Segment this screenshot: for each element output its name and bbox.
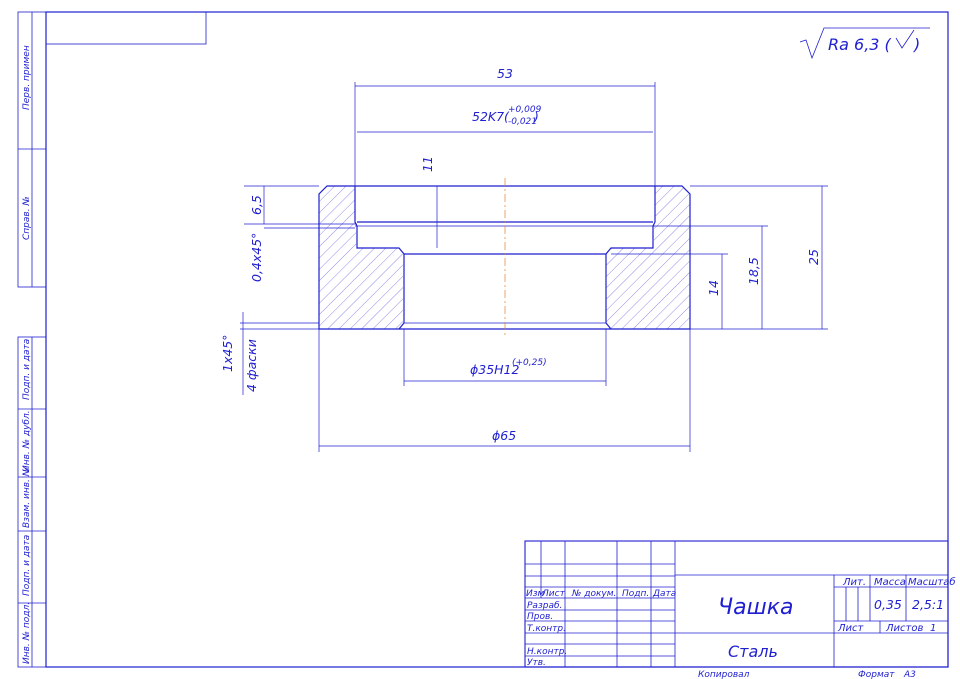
dimensions: 53 52K7( +0,009 -0,021 ) 11 6,5 0,4x45° … [220,66,828,452]
dim-outer: ϕ65 [492,428,516,443]
tb-mass-value: 0,35 [874,597,902,612]
title-block: Изм Лист № докум. Подп. Дата Разраб. Про… [524,540,956,679]
side-label-sprav: Справ. № [22,196,32,240]
dim-25: 25 [806,249,821,265]
tb-sheet-label: Лист [837,623,865,634]
dim-bore-upper: +0,009 [508,105,542,115]
roughness-label: Ra 6,3 ( [828,35,892,54]
dim-bore-lower: -0,021 [508,117,537,127]
side-label-podp-2: Подп. и дата [22,535,32,596]
sheet-frame [17,11,949,668]
chamfer-big: 1x45° [220,334,235,372]
tb-sheets-value: 1 [930,623,936,634]
tb-part-name: Чашка [718,595,793,620]
tb-scale-value: 2,5:1 [912,597,944,612]
dim-53: 53 [497,66,513,81]
tb-role-nkontr: Н.контр. [527,647,567,657]
tb-role-utv: Утв. [527,658,546,668]
side-label-vzam: Взам. инв. № [22,467,32,528]
tb-role-tkontr: Т.контр. [527,624,566,634]
tb-material: Сталь [728,642,778,661]
chamfer-count: 4 фаски [244,339,259,392]
tb-format-value: А3 [903,670,916,679]
tb-col-list: Лист [541,589,566,599]
tb-role-razrab: Разраб. [527,601,562,611]
part-section [318,178,691,338]
dim-bore-fit: 52K7( [472,109,510,124]
side-label-perv: Перв. примен [22,45,32,110]
tb-copied: Копировал [698,670,750,679]
dim-hole: ϕ35H12 [470,362,520,377]
tb-col-doc: № докум. [571,589,616,599]
dim-11: 11 [420,156,435,172]
tb-col-podp: Подп. [622,589,649,599]
roughness-symbol: Ra 6,3 ( ) [799,27,930,60]
side-label-podp-1: Подп. и дата [22,339,32,400]
dim-hole-tol: (+0,25) [512,358,547,368]
roughness-close: ) [913,35,920,54]
tb-col-data: Дата [652,589,676,599]
tb-mass-label: Масса [874,577,906,588]
side-labels: Перв. примен Справ. № Подп. и дата Инв. … [22,45,32,664]
dim-6-5: 6,5 [249,195,264,215]
tb-scale-label: Масштаб [908,576,956,588]
tb-col-izm: Изм [526,589,545,599]
tb-lit-label: Лит. [842,577,866,588]
tb-role-prov: Пров. [527,612,553,622]
dim-18-5: 18,5 [746,257,761,285]
dim-bore-close: ) [533,109,539,124]
tb-format-label: Формат [858,670,895,679]
side-label-inv-podl: Инв. № подл. [22,602,32,664]
dim-14: 14 [706,280,721,296]
side-label-inv-dubl: Инв. № дубл. [22,410,32,472]
chamfer-small: 0,4x45° [249,233,264,282]
tb-sheets-label: Листов [885,623,923,634]
